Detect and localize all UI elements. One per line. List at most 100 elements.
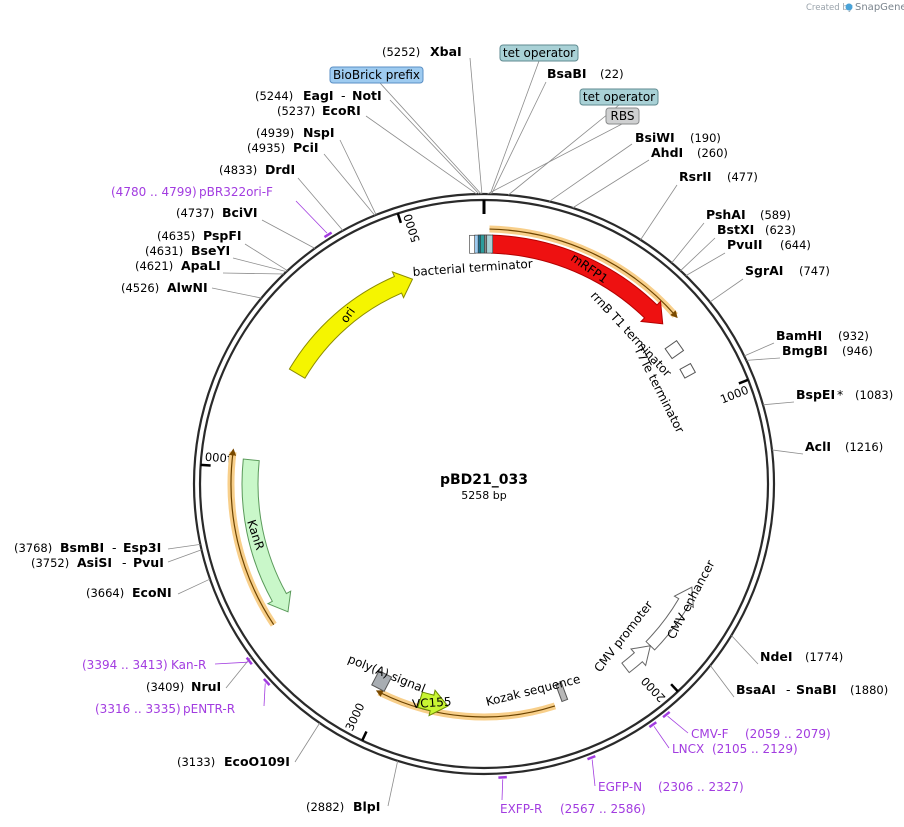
orf-vc155-line: [375, 690, 556, 718]
site-name-2: PvuI: [133, 555, 164, 570]
tag-tet-operator-2[interactable]: tet operator: [579, 88, 659, 106]
tag-rbs[interactable]: RBS: [605, 107, 640, 125]
tag-tet-operator-1[interactable]: tet operator: [499, 44, 579, 62]
primer-mark-kan-r: [245, 656, 253, 666]
site-xbai[interactable]: (5252) XbaI: [382, 44, 462, 59]
kozak-sequence-marker[interactable]: [555, 681, 569, 703]
site-bsmbi-esp3i[interactable]: (3768) BsmBI - Esp3I: [14, 540, 161, 555]
kanr-arrow[interactable]: [241, 458, 292, 613]
leader-sgrai: [709, 278, 744, 303]
leader-drdi: [297, 177, 344, 231]
site-nrui[interactable]: (3409) NruI: [146, 679, 221, 694]
site-pcii[interactable]: (4935) PciI: [247, 140, 319, 155]
site-ahdi[interactable]: AhdI (260): [651, 145, 728, 160]
ori-arrow[interactable]: [288, 271, 414, 379]
site-apali[interactable]: (4621) ApaLI: [135, 258, 221, 273]
tick-2000: [670, 683, 679, 693]
site-position: (4737): [176, 206, 214, 220]
site-position: (5237): [277, 104, 315, 118]
rrnb-t1-terminator-marker[interactable]: [664, 339, 685, 360]
vc155-arrow[interactable]: [417, 689, 449, 717]
t7te-terminator-marker[interactable]: [679, 362, 697, 379]
site-bstxi[interactable]: BstXI (623): [717, 222, 796, 237]
primer-leader-lncx: [653, 726, 670, 749]
poly-a-signal-marker[interactable]: [371, 669, 393, 692]
site-position: (3768): [14, 541, 52, 555]
primer-mark-cmv-f: [662, 710, 671, 719]
site-name: DrdI: [265, 162, 295, 177]
tick-4000: [200, 463, 211, 467]
site-ndei[interactable]: NdeI (1774): [760, 649, 843, 664]
leader-asisi: [167, 549, 202, 563]
site-position: (4635): [157, 229, 195, 243]
site-bamhi[interactable]: BamHI (932): [776, 328, 869, 343]
primer-leader-cmv-f: [667, 715, 689, 734]
tag-label: RBS: [611, 109, 635, 123]
snapgene-logo-icon: [845, 3, 853, 11]
cmv-enhancer-arrow[interactable]: [645, 586, 694, 651]
site-asisi-pvui[interactable]: (3752) AsiSI - PvuI: [31, 555, 164, 570]
site-acli[interactable]: AclI (1216): [805, 439, 883, 454]
site-econi[interactable]: (3664) EcoNI: [86, 585, 172, 600]
orf-kanr-line: [229, 448, 275, 626]
primer-leader-egfp-n: [591, 759, 596, 787]
plasmid-size: 5258 bp: [461, 489, 506, 502]
leader-ahdi: [572, 159, 650, 209]
backbone-outer-ring: [192, 192, 776, 776]
site-bcivi[interactable]: (4737) BciVI: [176, 205, 258, 220]
site-pspfi[interactable]: (4635) PspFI: [157, 228, 242, 243]
regulatory-element: [486, 234, 494, 254]
site-bseyi[interactable]: (4631) BseYI: [145, 243, 230, 258]
site-ecori[interactable]: (5237) EcoRI: [277, 103, 361, 118]
tag-biobrick-prefix[interactable]: BioBrick prefix: [329, 66, 424, 84]
plasmid-name: pBD21_033: [440, 472, 528, 488]
site-position: (3409): [146, 680, 184, 694]
site-name: RsrII: [679, 169, 712, 184]
site-name: EcoRI: [322, 103, 361, 118]
site-rsrii[interactable]: RsrII (477): [679, 169, 758, 184]
site-eagi-noti[interactable]: (5244) EagI - NotI: [255, 88, 382, 103]
orf-mrfp1-line: [489, 228, 678, 319]
site-name: PshAI: [706, 207, 746, 222]
site-name: AlwNI: [167, 280, 208, 295]
tag-label: BioBrick prefix: [333, 68, 420, 82]
mrfp1-arrow[interactable]: [490, 234, 664, 325]
site-sgrai[interactable]: SgrAI (747): [745, 263, 830, 278]
site-bsabi[interactable]: BsaBI (22): [547, 66, 624, 81]
cmv-promoter-arrow[interactable]: [621, 645, 651, 674]
site-drdi[interactable]: (4833) DrdI: [219, 162, 295, 177]
primer-cmv-f[interactable]: CMV-F (2059 .. 2079): [691, 727, 831, 741]
primer-name: EGFP-N: [598, 780, 642, 794]
site-ecoo109i[interactable]: (3133) EcoO109I: [177, 754, 290, 769]
site-alwni[interactable]: (4526) AlwNI: [121, 280, 208, 295]
primer-range: (3316 .. 3335): [95, 702, 181, 716]
tick-3000: [361, 730, 368, 742]
site-bsiwi[interactable]: BsiWI (190): [635, 130, 721, 145]
site-name: AsiSI: [77, 555, 112, 570]
site-position: (22): [600, 67, 624, 81]
site-position: (3133): [177, 755, 215, 769]
site-name: PvuII: [727, 237, 763, 252]
primer-egfp-n[interactable]: EGFP-N (2306 .. 2327): [598, 780, 744, 794]
site-position: (5252): [382, 45, 420, 59]
site-pshai[interactable]: PshAI (589): [706, 207, 791, 222]
site-bsaai-snabi[interactable]: BsaAI - SnaBI (1880): [736, 682, 888, 697]
primer-name: pENTR-R: [183, 702, 235, 716]
primer-pbr322ori-f[interactable]: (4780 .. 4799) pBR322ori-F: [111, 185, 273, 199]
site-blpi[interactable]: (2882) BlpI: [306, 799, 380, 814]
primer-pentr-r[interactable]: (3316 .. 3335) pENTR-R: [95, 702, 235, 716]
primer-exfp-r[interactable]: EXFP-R (2567 .. 2586): [500, 802, 646, 816]
leader-ecoo109i: [294, 722, 321, 763]
site-nspi[interactable]: (4939) NspI: [256, 125, 335, 140]
site-name: BmgBI: [782, 343, 828, 358]
primer-mark-egfp-n: [587, 754, 596, 761]
primer-lncx[interactable]: LNCX (2105 .. 2129): [672, 742, 798, 756]
primer-kan-r[interactable]: (3394 .. 3413) Kan-R: [82, 658, 206, 672]
site-bspei[interactable]: BspEI * (1083): [796, 387, 893, 402]
site-name: BstXI: [717, 222, 754, 237]
site-position: (190): [690, 131, 721, 145]
primer-leader-exfp-r: [501, 779, 504, 801]
site-pvuii[interactable]: PvuII (644): [727, 237, 811, 252]
primer-range: (2567 .. 2586): [560, 802, 646, 816]
site-bmgbi[interactable]: BmgBI (946): [782, 343, 873, 358]
